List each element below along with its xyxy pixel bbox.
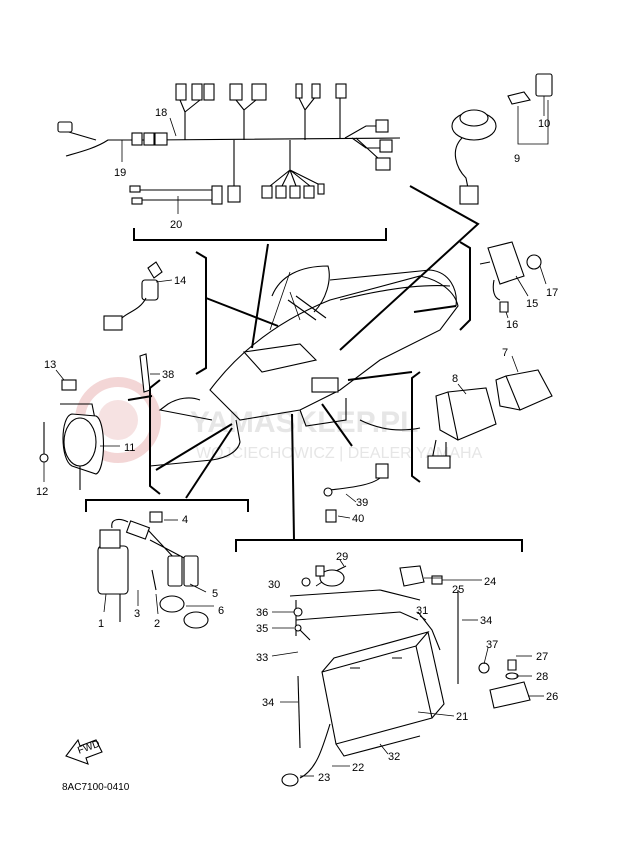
watermark-sub: WOJCIECHOWICZ | DEALER YAMAHA — [196, 445, 483, 462]
callout-27: 27 — [536, 651, 548, 663]
callout-22: 22 — [352, 762, 364, 774]
callout-37: 37 — [486, 639, 498, 651]
callout-39: 39 — [356, 497, 368, 509]
callout-24: 24 — [484, 576, 496, 588]
snowmobile-body — [149, 241, 471, 467]
callout-16: 16 — [506, 319, 518, 331]
horn-group: 13 11 12 — [36, 359, 161, 498]
callout-11: 11 — [124, 442, 135, 454]
clip-38-group: 38 — [139, 353, 174, 393]
callout-17: 17 — [546, 287, 558, 299]
callout-28: 28 — [536, 671, 548, 683]
sensor-group: 39 40 — [323, 463, 389, 525]
callout-33: 33 — [256, 652, 268, 664]
callout-23: 23 — [318, 772, 330, 784]
callout-15: 15 — [526, 298, 538, 310]
callout-12: 12 — [36, 486, 48, 498]
rectifier-group: 15 17 16 — [479, 241, 558, 331]
forward-arrow-icon: FWD — [65, 739, 103, 765]
callout-30: 30 — [268, 579, 280, 591]
callout-31: 31 — [416, 605, 428, 617]
callout-25: 25 — [452, 584, 464, 596]
callout-19: 19 — [114, 167, 126, 179]
callout-5: 5 — [212, 588, 218, 600]
callout-20: 20 — [170, 219, 182, 231]
pointer-lines — [127, 185, 480, 541]
callout-34-right: 34 — [480, 615, 492, 627]
callout-10: 10 — [538, 118, 550, 130]
callout-2: 2 — [154, 618, 160, 630]
callout-40: 40 — [352, 513, 364, 525]
callout-26: 26 — [546, 691, 558, 703]
callout-6: 6 — [218, 605, 224, 617]
callout-38: 38 — [162, 369, 174, 381]
callout-1: 1 — [98, 618, 104, 630]
callout-4: 4 — [182, 514, 188, 526]
battery-group: 29 30 25 24 31 34 36 35 33 37 27 28 26 3… — [235, 539, 558, 787]
callout-9: 9 — [514, 153, 520, 165]
ignition-coil-group: 4 5 6 1 3 2 — [85, 499, 249, 630]
callout-36: 36 — [256, 607, 268, 619]
callout-32: 32 — [388, 751, 400, 763]
callout-3: 3 — [134, 608, 140, 620]
callout-13: 13 — [44, 359, 56, 371]
callout-29: 29 — [336, 551, 348, 563]
callout-8: 8 — [452, 373, 458, 385]
handlebar-switch-group: 14 — [103, 251, 207, 375]
callout-7: 7 — [502, 347, 508, 359]
callout-18: 18 — [155, 107, 167, 119]
diagram-code: 8AC7100-0410 — [62, 782, 130, 793]
callout-14: 14 — [174, 275, 186, 287]
callout-35: 35 — [256, 623, 268, 635]
callout-21: 21 — [456, 711, 468, 723]
cdi-unit-group: 7 8 — [411, 347, 553, 483]
wire-harness-group: 18 19 20 — [57, 83, 401, 241]
callout-34-left: 34 — [262, 697, 274, 709]
main-switch-group: 10 9 — [451, 73, 553, 205]
watermark: YAMASKLEP.PL WOJCIECHOWICZ | DEALER YAMA… — [75, 377, 483, 463]
